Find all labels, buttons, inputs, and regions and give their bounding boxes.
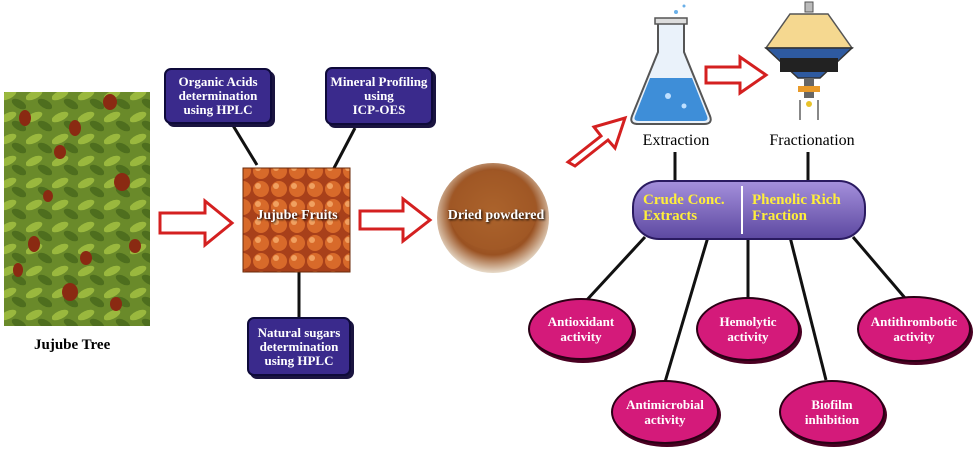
arrow-fruits-to-powder xyxy=(358,195,433,245)
jujube-tree-image xyxy=(4,92,150,326)
dried-powder-image xyxy=(437,163,549,273)
arrow-extraction-to-fractionation xyxy=(704,54,769,96)
jujube-fruits-label: Jujube Fruits xyxy=(256,208,338,223)
jujube-fruits-image xyxy=(242,167,351,273)
fractionation-label: Fractionation xyxy=(769,132,855,149)
separatory-funnel-icon xyxy=(764,1,854,120)
arrow-tree-to-fruits xyxy=(158,197,235,249)
flask-icon xyxy=(630,4,712,125)
extraction-label: Extraction xyxy=(642,132,710,149)
jujube-tree-label: Jujube Tree xyxy=(34,337,111,353)
activity-connectors xyxy=(583,235,907,383)
crude-extracts-label: Crude Conc.Extracts xyxy=(643,192,725,224)
extracts-bar xyxy=(632,180,866,240)
flow-arrows xyxy=(158,54,769,249)
dried-powdered-label: Dried powdered xyxy=(447,208,545,223)
arrow-powder-to-extraction xyxy=(565,115,628,168)
bar-connectors xyxy=(673,152,810,183)
